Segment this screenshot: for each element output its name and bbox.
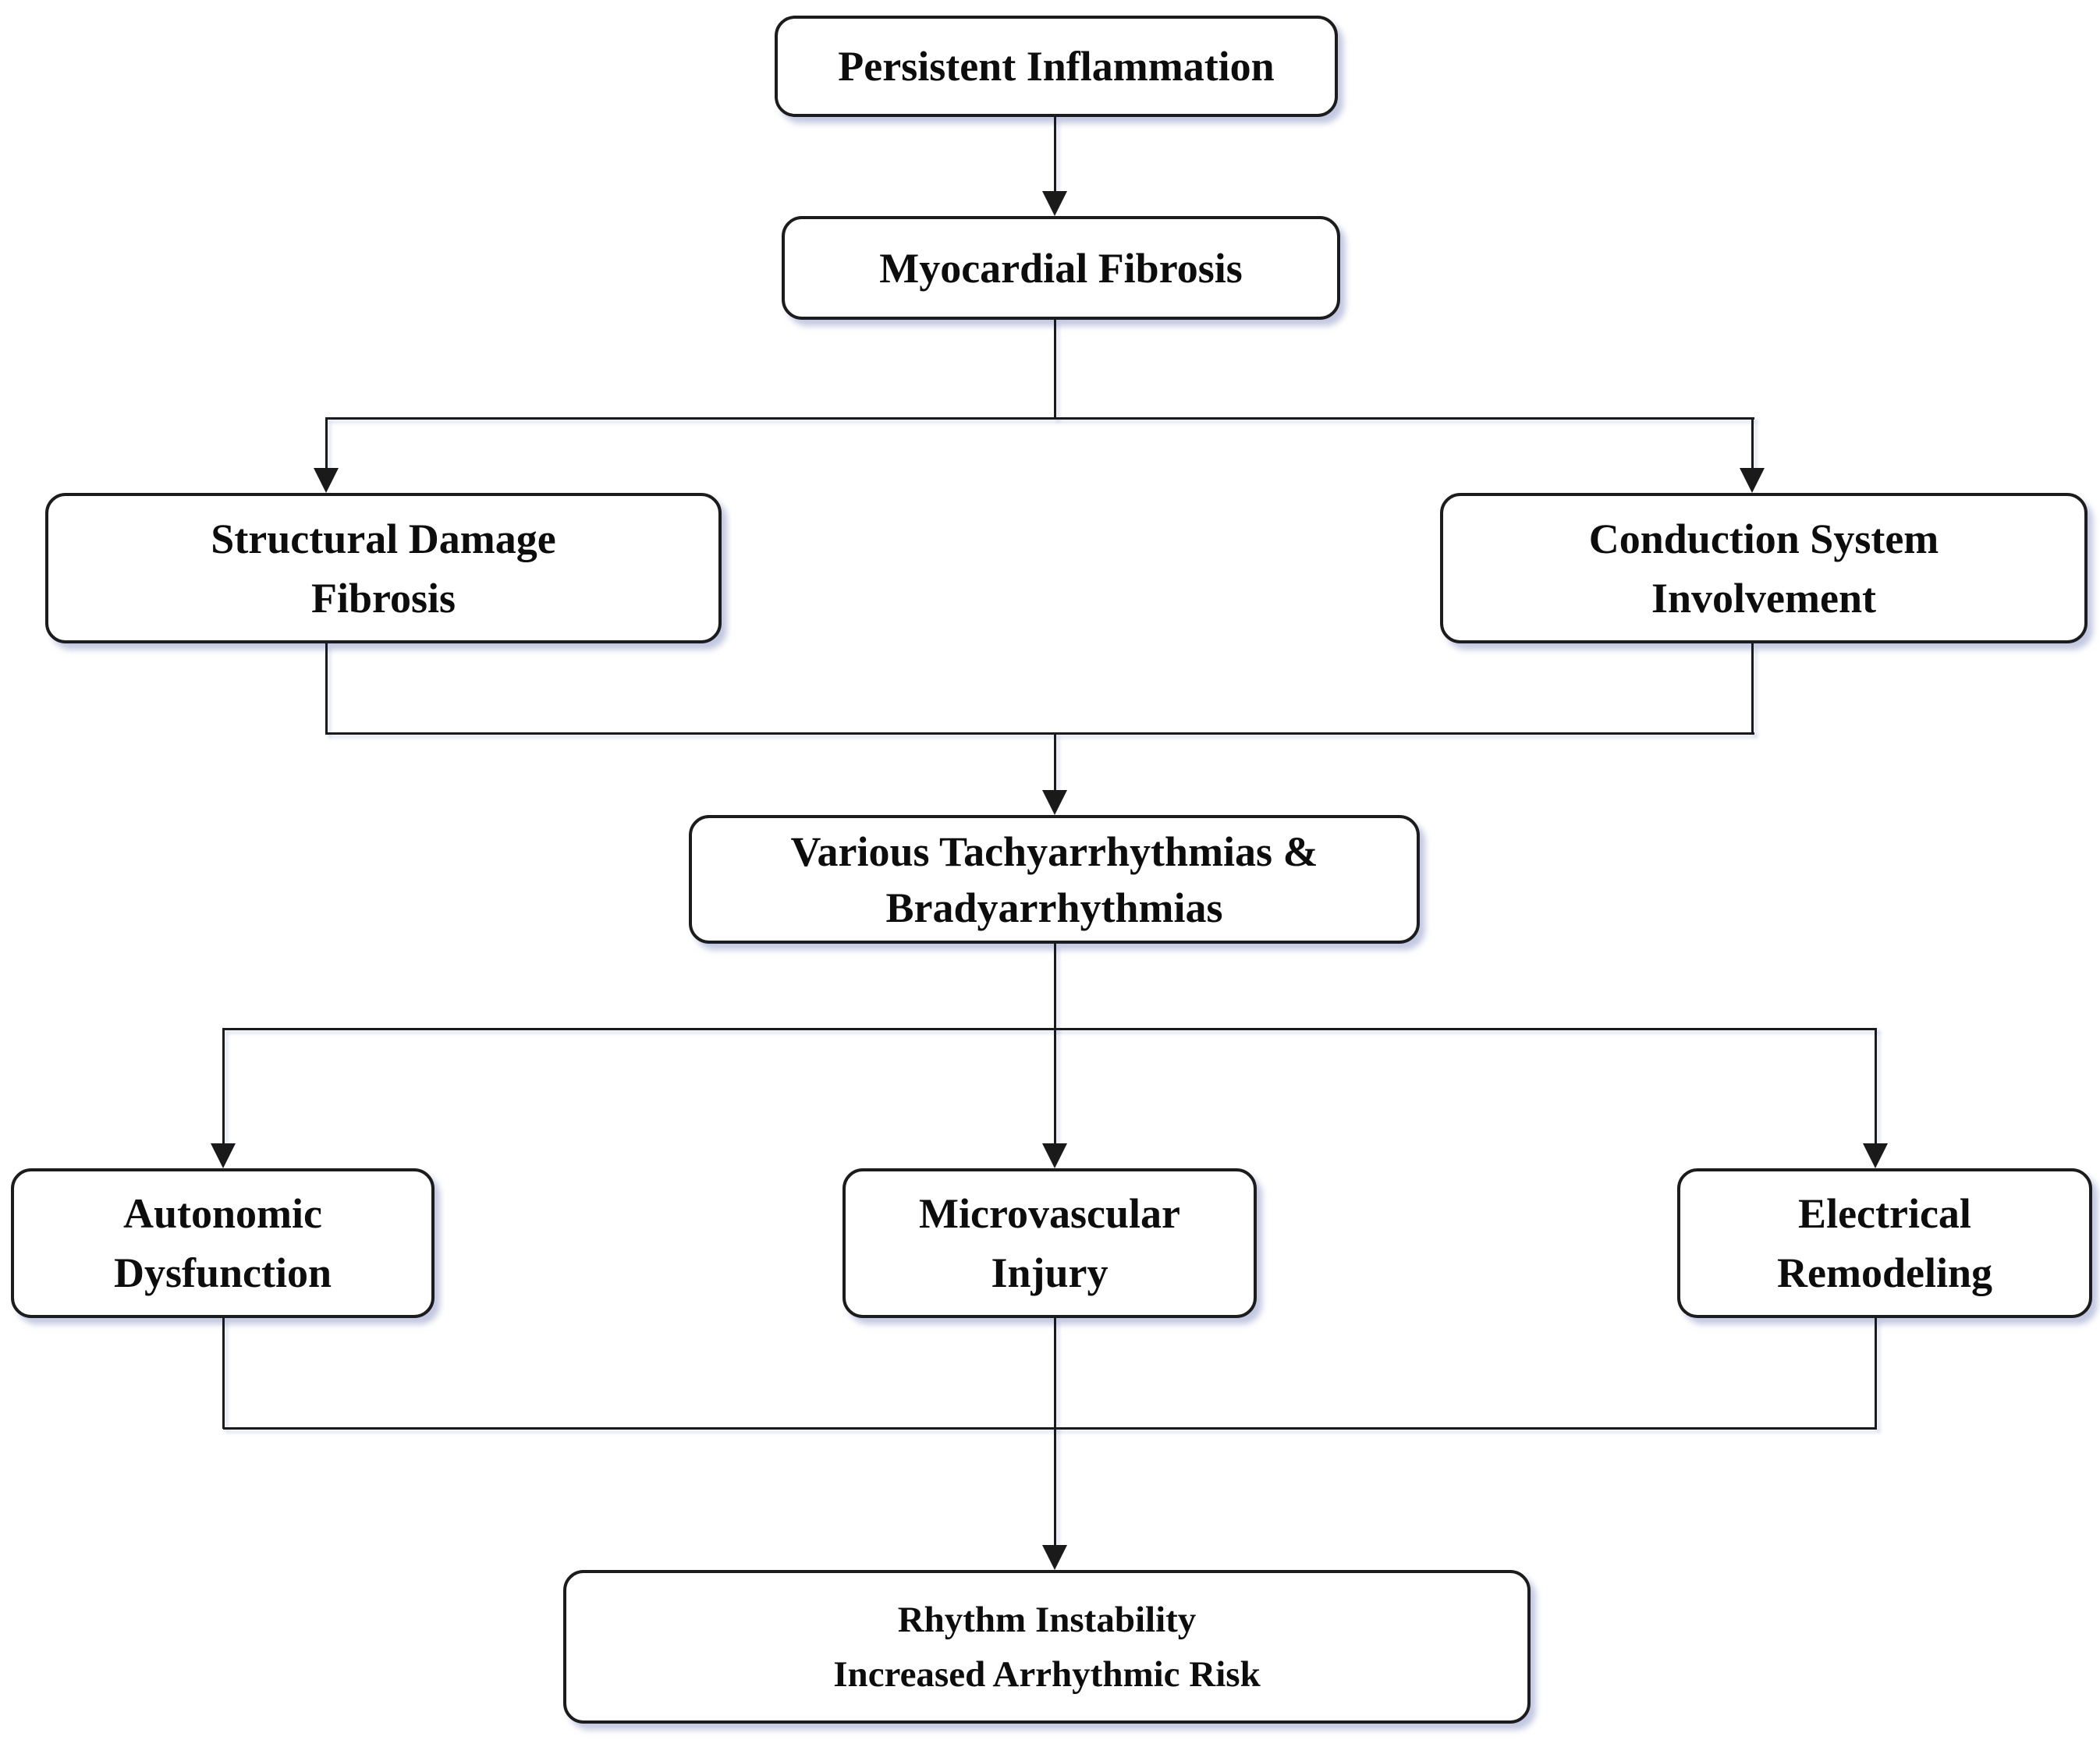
edge-branch-microvascular-line	[1054, 1028, 1056, 1145]
node-label-line2: Involvement	[1651, 574, 1876, 622]
node-label-line2: Bradyarrhythmias	[885, 884, 1223, 931]
edge-join-various-arrowhead-icon	[1042, 790, 1067, 815]
edge-branch-structural-line	[325, 417, 328, 470]
node-label-line1: Conduction System	[1588, 515, 1939, 562]
edge-persistent-myocardial-arrowhead-icon	[1042, 191, 1067, 216]
node-label-line2: Dysfunction	[113, 1249, 332, 1296]
edge-structural-join-line	[325, 643, 328, 735]
edge-join-various-line	[1054, 732, 1056, 792]
edge-join-rhythm-line	[1054, 1427, 1056, 1547]
edge-various-branch-line	[1054, 944, 1056, 1030]
join-line-level3	[223, 1427, 1877, 1430]
edge-persistent-myocardial-line	[1054, 117, 1056, 193]
edge-myocardial-branch-line	[1054, 320, 1056, 420]
node-label-line2: Injury	[991, 1249, 1109, 1296]
node-rhythm-instability-increased-arrhythmic-risk: Rhythm Instability Increased Arrhythmic …	[563, 1570, 1531, 1724]
edge-autonomic-join-line	[222, 1318, 225, 1429]
edge-conduction-join-line	[1751, 643, 1754, 735]
node-label-line2: Increased Arrhythmic Risk	[833, 1653, 1261, 1695]
branch-line-level3	[223, 1028, 1877, 1030]
node-label-line1: Autonomic	[123, 1190, 322, 1237]
node-myocardial-fibrosis: Myocardial Fibrosis	[782, 216, 1340, 320]
edge-microvascular-join-line	[1054, 1318, 1056, 1429]
node-label-line1: Rhythm Instability	[897, 1599, 1197, 1640]
node-label-line2: Fibrosis	[310, 574, 456, 622]
node-label-line1: Microvascular	[919, 1190, 1180, 1237]
join-line-level2	[326, 732, 1754, 735]
node-label: Persistent Inflammation	[838, 43, 1275, 90]
edge-branch-electrical-line	[1875, 1028, 1877, 1145]
edge-branch-conduction-arrowhead-icon	[1740, 468, 1765, 493]
edge-branch-microvascular-arrowhead-icon	[1042, 1143, 1067, 1168]
branch-line-level2	[326, 417, 1754, 420]
node-label-line1: Electrical	[1798, 1190, 1971, 1237]
node-label-line1: Structural Damage	[211, 515, 556, 562]
node-autonomic-dysfunction: Autonomic Dysfunction	[11, 1168, 435, 1318]
node-various-tachyarrhythmias-bradyarrhythmias: Various Tachyarrhythmias & Bradyarrhythm…	[689, 815, 1420, 944]
edge-branch-autonomic-line	[222, 1028, 225, 1145]
edge-join-rhythm-arrowhead-icon	[1042, 1545, 1067, 1570]
node-label-line1: Various Tachyarrhythmias &	[790, 827, 1318, 875]
edge-branch-conduction-line	[1751, 417, 1754, 470]
edge-electrical-join-line	[1875, 1318, 1877, 1429]
edge-branch-electrical-arrowhead-icon	[1863, 1143, 1888, 1168]
node-structural-damage-fibrosis: Structural Damage Fibrosis	[45, 493, 722, 643]
node-label: Myocardial Fibrosis	[879, 244, 1243, 292]
edge-branch-autonomic-arrowhead-icon	[211, 1143, 236, 1168]
node-conduction-system-involvement: Conduction System Involvement	[1440, 493, 2088, 643]
edge-branch-structural-arrowhead-icon	[314, 468, 339, 493]
node-persistent-inflammation: Persistent Inflammation	[775, 16, 1338, 117]
node-microvascular-injury: Microvascular Injury	[842, 1168, 1257, 1318]
node-electrical-remodeling: Electrical Remodeling	[1677, 1168, 2092, 1318]
node-label-line2: Remodeling	[1777, 1249, 1992, 1296]
